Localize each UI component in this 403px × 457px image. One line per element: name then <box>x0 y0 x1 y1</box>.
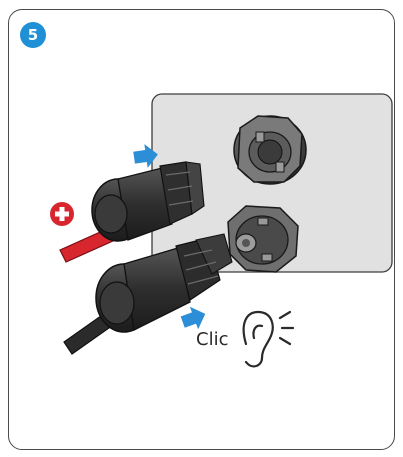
ear-icon <box>244 312 293 366</box>
plus-icon <box>50 202 74 226</box>
lower-panel-socket <box>228 206 298 272</box>
upper-panel-socket <box>234 116 306 184</box>
click-sound-label: Clic <box>196 329 228 350</box>
